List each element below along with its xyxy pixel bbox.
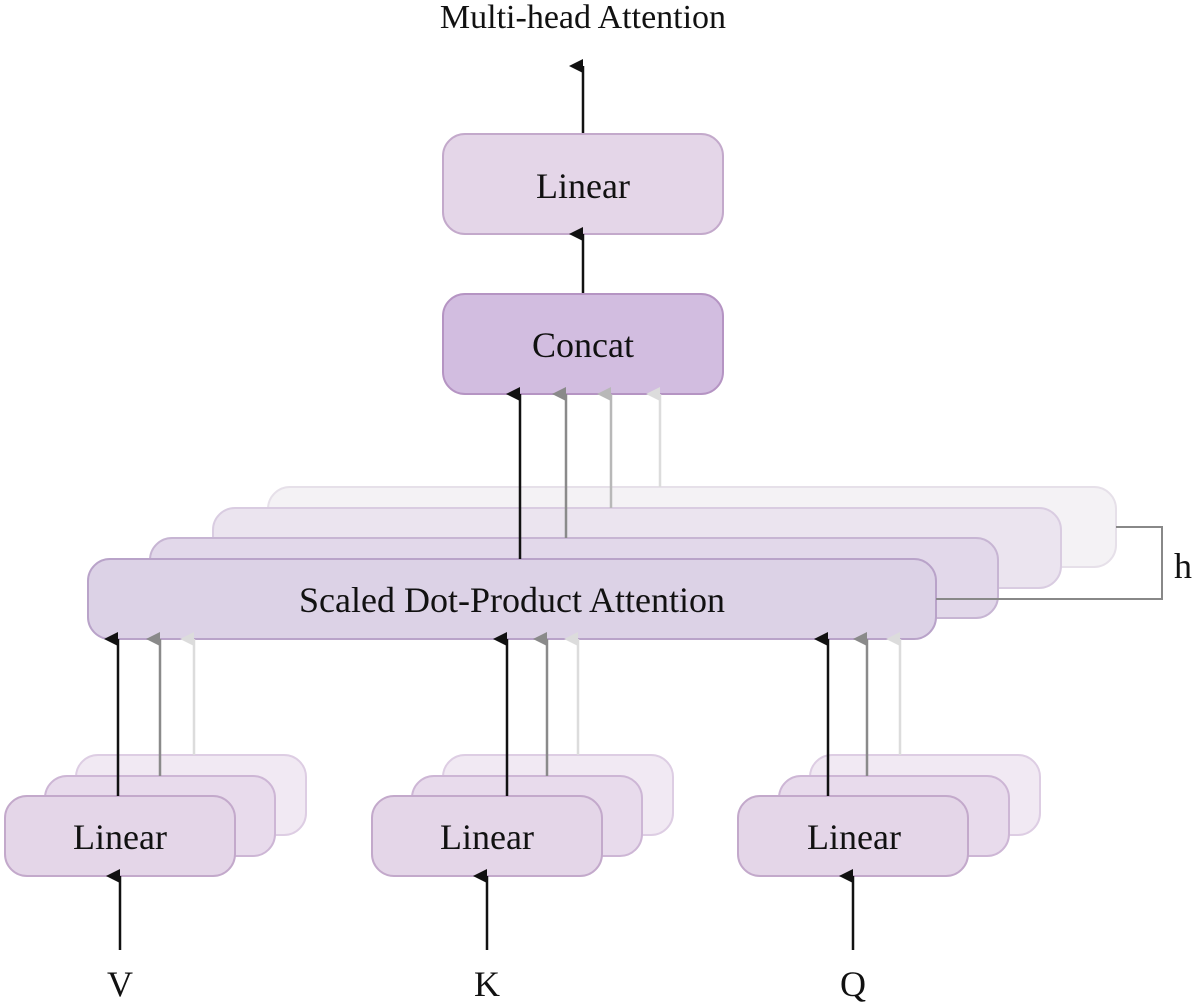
- linear-k-label: Linear: [440, 817, 534, 857]
- linear-v-stack: Linear: [4, 754, 307, 877]
- input-v-label: V: [107, 964, 133, 1004]
- linear-k-stack: Linear: [371, 754, 674, 877]
- input-q-label: Q: [840, 964, 866, 1004]
- heads-label: h: [1174, 546, 1192, 586]
- linear-output-block: Linear: [442, 133, 724, 235]
- linear-q-label: Linear: [807, 817, 901, 857]
- linear-q-stack: Linear: [737, 754, 1041, 877]
- attention-label: Scaled Dot-Product Attention: [299, 580, 725, 620]
- diagram-title: Multi-head Attention: [440, 0, 726, 36]
- linear-output-label: Linear: [536, 166, 630, 206]
- input-k-label: K: [474, 964, 500, 1004]
- attention-block: Scaled Dot-Product Attention: [87, 558, 937, 640]
- linear-v-label: Linear: [73, 817, 167, 857]
- concat-block: Concat: [442, 293, 724, 395]
- concat-label: Concat: [532, 325, 634, 365]
- heads-bracket: [936, 526, 1163, 600]
